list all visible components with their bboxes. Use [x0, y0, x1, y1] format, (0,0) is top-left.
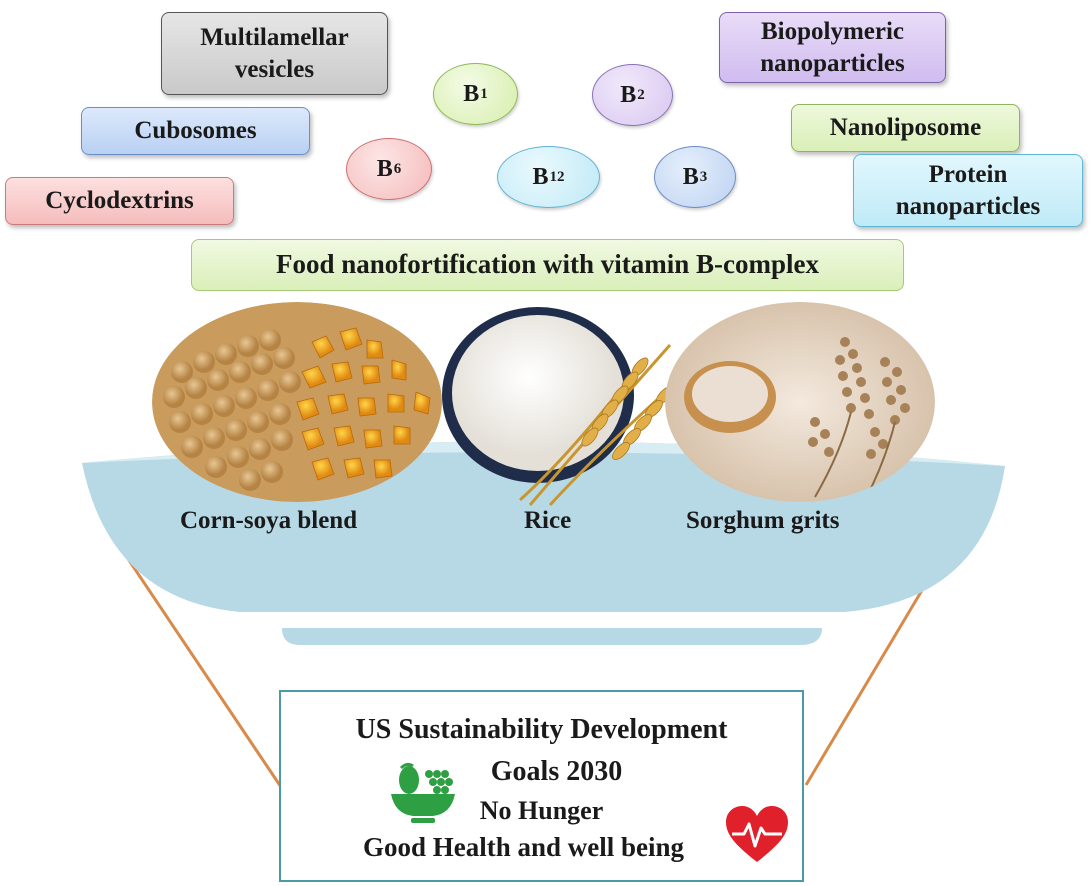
- vitamin-b3-subscript: 3: [699, 168, 708, 185]
- multilamellar-vesicles-box: Multilamellar vesicles: [161, 12, 388, 95]
- vitamin-b6-subscript: 6: [393, 160, 402, 177]
- nanoliposome-label: Nanoliposome: [829, 114, 982, 142]
- vitamin-b1-letter: B: [463, 80, 480, 107]
- corn-soya-label: Corn-soya blend: [180, 507, 358, 534]
- vitamin-b2-letter: B: [620, 81, 637, 108]
- vitamin-b2-subscript: 2: [637, 86, 645, 103]
- title-text: Food nanofortification with vitamin B-co…: [276, 249, 819, 280]
- vitamin-b1-subscript: 1: [480, 85, 488, 102]
- right-funnel-line: [804, 559, 942, 786]
- cyclodextrins-label: Cyclodextrins: [45, 187, 194, 215]
- rice-label: Rice: [524, 507, 572, 534]
- corn-soya-image: [152, 302, 442, 502]
- vitamin-b12-subscript: 12: [549, 168, 565, 185]
- sorghum-label: Sorghum grits: [686, 507, 840, 534]
- goals-line2: Goals 2030: [490, 756, 623, 787]
- vitamin-b3-letter: B: [682, 163, 699, 190]
- multilamellar-vesicles-label: Multilamellar vesicles: [200, 24, 349, 83]
- vitamin-b12-letter: B: [532, 163, 549, 190]
- biopolymeric-nanoparticles-box: Biopolymeric nanoparticles: [719, 12, 946, 83]
- protein-nanoparticles-label: Protein nanoparticles: [895, 161, 1041, 220]
- protein-nanoparticles-box: Protein nanoparticles: [853, 154, 1083, 227]
- nanoliposome-box: Nanoliposome: [791, 104, 1020, 152]
- title-banner: Food nanofortification with vitamin B-co…: [191, 239, 904, 291]
- goals-line4: Good Health and well being: [363, 832, 685, 862]
- goals-line3: No Hunger: [479, 796, 604, 825]
- cyclodextrins-box: Cyclodextrins: [5, 177, 234, 225]
- sorghum-image: [665, 302, 935, 502]
- bowl-base: [282, 628, 822, 645]
- fruit-bowl-icon: [389, 762, 457, 824]
- cubosomes-box: Cubosomes: [81, 107, 310, 155]
- vitamin-b6-letter: B: [376, 155, 393, 182]
- goals-line1: US Sustainability Development: [355, 714, 728, 745]
- rice-image: [440, 305, 690, 510]
- biopolymeric-nanoparticles-label: Biopolymeric nanoparticles: [760, 18, 905, 77]
- heart-pulse-icon: [724, 804, 790, 864]
- left-funnel-line: [110, 534, 285, 791]
- goals-box: US Sustainability Development Goals 2030…: [279, 690, 804, 882]
- cubosomes-label: Cubosomes: [134, 117, 257, 145]
